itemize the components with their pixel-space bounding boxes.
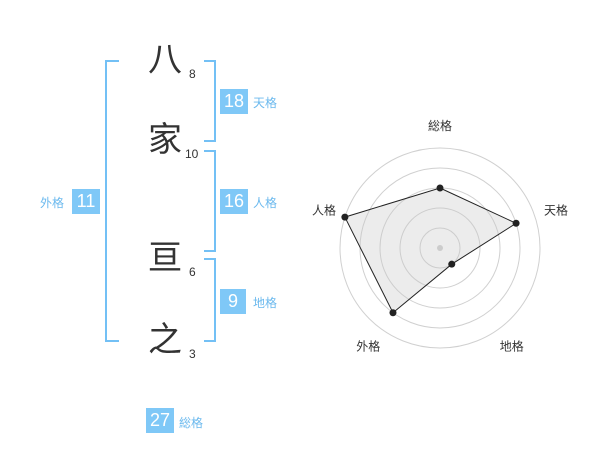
gaikaku-label: 外格 <box>40 196 65 210</box>
chikaku-label: 地格 <box>253 296 278 310</box>
radar-axis-label-3: 地格 <box>500 339 524 354</box>
stroke-count-1: 8 <box>189 67 196 81</box>
radar-ring-2 <box>399 207 481 289</box>
chikaku-bracket <box>204 258 216 342</box>
tenkaku-label: 天格 <box>253 96 278 110</box>
jinkaku-label: 人格 <box>253 196 278 210</box>
name-char-3: 亘 <box>148 238 182 278</box>
radar-series-polygon <box>344 187 518 314</box>
soukaku-label: 総格 <box>179 416 204 430</box>
tenkaku-bracket <box>204 60 216 142</box>
soukaku-value: 27 <box>146 408 174 433</box>
radar-axis-label-2: 天格 <box>544 202 568 217</box>
radar-ring-1 <box>419 227 461 269</box>
radar-point-5 <box>341 213 349 221</box>
gaikaku-value: 11 <box>72 189 100 214</box>
chikaku-value: 9 <box>220 289 246 314</box>
stroke-count-2: 10 <box>185 147 199 161</box>
radar-axis-label-5: 人格 <box>312 202 336 217</box>
radar-center-dot <box>437 245 443 251</box>
radar-point-2 <box>512 219 520 227</box>
radar-point-3 <box>448 260 456 268</box>
radar-axis-label-1: 総格 <box>428 118 452 133</box>
radar-axis-label-4: 外格 <box>356 339 380 354</box>
tenkaku-value: 18 <box>220 89 248 114</box>
name-char-1: 八 <box>148 40 182 80</box>
radar-point-4 <box>389 309 397 317</box>
name-char-4: 之 <box>148 320 182 360</box>
jinkaku-value: 16 <box>220 189 248 214</box>
stroke-count-3: 6 <box>189 265 196 279</box>
name-char-2: 家 <box>148 120 182 160</box>
jinkaku-bracket <box>204 150 216 252</box>
stroke-count-4: 3 <box>189 347 196 361</box>
gaikaku-bracket <box>105 60 119 342</box>
radar-point-1 <box>436 184 444 192</box>
